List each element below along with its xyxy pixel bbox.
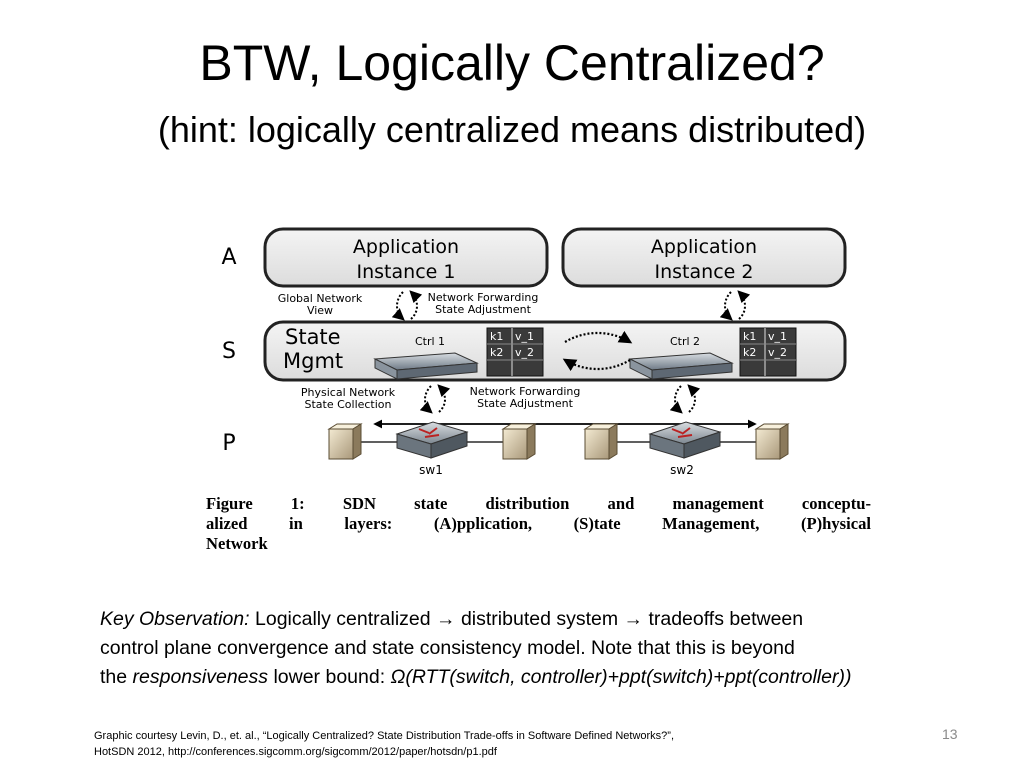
nf-adj-top-line1: Network Forwarding [428, 291, 539, 304]
sw2-label: sw2 [670, 463, 694, 477]
app1-line2: Instance 1 [357, 261, 456, 283]
observation-formula: Ω(RTT(switch, controller)+ppt(switch)+pp… [390, 666, 852, 688]
app2-line2: Instance 2 [655, 261, 754, 283]
sync-arrows-app1 [391, 290, 423, 321]
state-mgmt-line2: Mgmt [283, 349, 343, 373]
layer-label-p: P [222, 431, 235, 456]
observation-text-1: Logically centralized [255, 608, 431, 630]
kv2-k1: k1 [743, 330, 756, 343]
slide-title: BTW, Logically Centralized? [199, 35, 825, 91]
observation-line-2: control plane convergence and state cons… [100, 637, 795, 659]
host-icon-2 [501, 423, 537, 460]
app2-line1: Application [651, 236, 757, 258]
observation-text-2: distributed system [460, 608, 619, 630]
controller-sync-arrows [562, 330, 633, 372]
kv2-v2: v_2 [768, 346, 787, 359]
sync-arrows-sw1 [419, 384, 451, 414]
host-icon-3 [583, 423, 619, 460]
app1-line1: Application [353, 236, 459, 258]
observation-line-3: the responsiveness lower bound: Ω(RTT(sw… [100, 663, 1000, 692]
credit-line-2: HotSDN 2012, http://conferences.sigcomm.… [94, 746, 497, 758]
observation-text-3: tradeoffs between [648, 608, 804, 630]
phys-state-line2: State Collection [304, 398, 391, 411]
kv-table-ctrl1 [486, 327, 544, 377]
ctrl1-server-icon [373, 352, 479, 380]
kv2-v1: v_1 [768, 330, 787, 343]
figure-caption: Figure 1: SDN state distribution and man… [206, 494, 871, 554]
nf-adj-bottom-line1: Network Forwarding [470, 385, 581, 398]
right-arrow-icon: → [436, 608, 456, 630]
kv1-v1: v_1 [515, 330, 534, 343]
sync-arrows-sw2 [669, 384, 701, 414]
host-icon-4 [754, 423, 790, 460]
app-instance-1-box [263, 227, 549, 288]
observation-label: Key Observation: [100, 608, 250, 630]
right-arrow-icon: → [623, 608, 644, 630]
ctrl2-label: Ctrl 2 [670, 335, 700, 348]
sdn-layers-figure: A S P Application Instance 1 Application… [205, 222, 870, 557]
state-mgmt-line1: State [285, 325, 341, 349]
ctrl2-server-icon [628, 352, 734, 380]
caption-line-1: Figure 1: SDN state distribution and man… [206, 494, 871, 513]
phys-state-line1: Physical Network [301, 386, 396, 399]
switch-icon-sw2 [648, 421, 722, 459]
global-view-line1: Global Network [278, 292, 363, 305]
sync-arrows-app2 [719, 290, 751, 321]
slide-subtitle: (hint: logically centralized means distr… [157, 109, 867, 150]
caption-line-3: Network [206, 534, 268, 553]
figure-diagram: A S P Application Instance 1 Application… [221, 227, 847, 477]
key-observation: Key Observation: Logically centralized →… [100, 605, 1000, 692]
observation-responsiveness: responsiveness [132, 666, 269, 688]
observation-line-1: Key Observation: Logically centralized →… [100, 605, 1000, 634]
observation-the: the [100, 666, 128, 688]
kv1-v2: v_2 [515, 346, 534, 359]
observation-lower-bound: lower bound: [273, 666, 386, 688]
graphic-credit: Graphic courtesy Levin, D., et. al., “Lo… [94, 728, 674, 760]
host-icon-1 [327, 423, 363, 460]
page-number: 13 [942, 726, 958, 742]
global-view-line2: View [307, 304, 333, 317]
ctrl1-label: Ctrl 1 [415, 335, 445, 348]
kv1-k1: k1 [490, 330, 503, 343]
sw1-label: sw1 [419, 463, 443, 477]
caption-line-2: alized in layers: (A)pplication, (S)tate… [206, 514, 871, 533]
credit-line-1: Graphic courtesy Levin, D., et. al., “Lo… [94, 730, 675, 742]
app-instance-2-box [561, 227, 847, 288]
kv-table-ctrl2 [739, 327, 797, 377]
layer-label-s: S [222, 339, 236, 364]
nf-adj-bottom-line2: State Adjustment [477, 397, 573, 410]
kv2-k2: k2 [743, 346, 756, 359]
nf-adj-top-line2: State Adjustment [435, 303, 531, 316]
layer-label-a: A [221, 245, 236, 270]
switch-icon-sw1 [395, 421, 469, 459]
kv1-k2: k2 [490, 346, 503, 359]
